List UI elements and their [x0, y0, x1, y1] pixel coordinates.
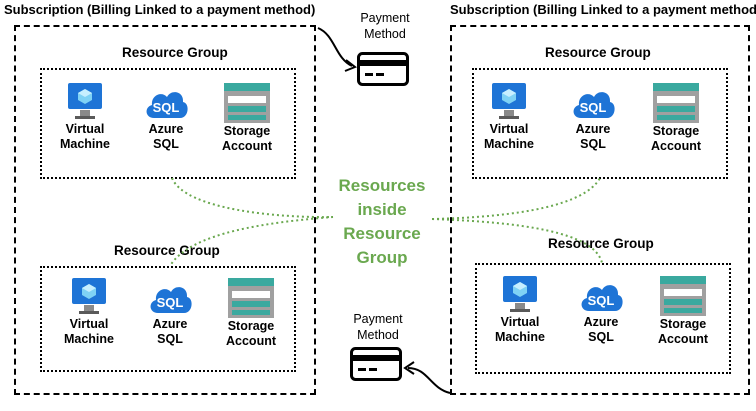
resources-inside-resource-group-label: Resources inside Resource Group — [322, 174, 442, 270]
azure-sql-icon: SQL — [146, 92, 188, 118]
billing-arrow-left — [317, 27, 353, 67]
credit-card-icon — [357, 52, 409, 86]
resource-label-line2: Machine — [483, 137, 534, 151]
resource-group-box-br — [475, 263, 731, 374]
sql-icon-text: SQL — [588, 293, 615, 308]
azure-sql-tr: SQL Azure SQL — [558, 82, 628, 152]
resource-label-line2: Machine — [494, 330, 545, 344]
resource-label-line1: Virtual — [69, 317, 109, 331]
payment-method-label-top: Payment Method — [350, 10, 420, 42]
resource-label-line2: Account — [651, 139, 701, 153]
resource-label-line2: SQL — [580, 137, 606, 151]
center-label-line4: Group — [356, 248, 408, 267]
resource-label-line1: Azure — [152, 317, 188, 331]
resource-label-line2: SQL — [588, 330, 614, 344]
storage-account-tr: Storage Account — [641, 82, 711, 154]
center-label-line3: Resource — [343, 224, 421, 243]
storage-account-tl: Storage Account — [212, 82, 282, 154]
storage-account-icon — [660, 276, 706, 316]
resource-label-line2: Machine — [63, 332, 114, 346]
right-subscription-title: Subscription (Billing Linked to a paymen… — [450, 2, 756, 17]
arrow-head-icon — [344, 59, 357, 72]
resource-group-title-bl: Resource Group — [114, 243, 220, 258]
sql-icon-text: SQL — [580, 100, 607, 115]
resource-label-line2: Account — [222, 139, 272, 153]
storage-account-br: Storage Account — [648, 275, 718, 347]
payment-method-line2: Method — [364, 27, 406, 41]
resource-label-line1: Storage — [659, 317, 707, 331]
azure-sql-br: SQL Azure SQL — [566, 275, 636, 345]
sql-icon-text: SQL — [153, 100, 180, 115]
resource-group-title-br: Resource Group — [548, 236, 654, 251]
resource-group-box-tl — [40, 68, 296, 179]
azure-sql-bl: SQL Azure SQL — [135, 277, 205, 347]
resource-label-line1: Virtual — [489, 122, 529, 136]
azure-sql-icon: SQL — [150, 287, 192, 313]
resource-label-line1: Storage — [223, 124, 271, 138]
sql-icon-text: SQL — [157, 295, 184, 310]
azure-sql-tl: SQL Azure SQL — [131, 82, 201, 152]
azure-sql-icon: SQL — [581, 285, 623, 311]
virtual-machine-icon — [68, 83, 102, 119]
resource-label-line1: Virtual — [65, 122, 105, 136]
storage-account-icon — [653, 83, 699, 123]
resource-label-line1: Virtual — [500, 315, 540, 329]
payment-method-line2: Method — [357, 328, 399, 342]
payment-method-line1: Payment — [360, 11, 410, 25]
virtual-machine-icon — [72, 278, 106, 314]
resource-label-line2: Machine — [59, 137, 110, 151]
resource-label-line1: Azure — [148, 122, 184, 136]
azure-sql-icon: SQL — [573, 92, 615, 118]
storage-account-icon — [224, 83, 270, 123]
resource-label-line1: Storage — [652, 124, 700, 138]
center-label-line1: Resources — [338, 176, 426, 195]
resource-label-line1: Storage — [227, 319, 275, 333]
resource-label-line2: Account — [226, 334, 276, 348]
virtual-machine-icon — [492, 83, 526, 119]
center-label-line2: inside — [357, 200, 407, 219]
virtual-machine-bl: Virtual Machine — [54, 277, 124, 347]
resource-group-title-tr: Resource Group — [545, 45, 651, 60]
payment-method-line1: Payment — [353, 312, 403, 326]
resource-label-line2: SQL — [157, 332, 183, 346]
virtual-machine-tr: Virtual Machine — [474, 82, 544, 152]
resource-label-line1: Azure — [583, 315, 619, 329]
storage-account-bl: Storage Account — [216, 277, 286, 349]
arrow-head-icon — [403, 361, 415, 375]
resource-group-title-tl: Resource Group — [122, 45, 228, 60]
storage-account-icon — [228, 278, 274, 318]
resource-label-line2: SQL — [153, 137, 179, 151]
virtual-machine-tl: Virtual Machine — [50, 82, 120, 152]
resource-label-line1: Azure — [575, 122, 611, 136]
payment-method-label-bottom: Payment Method — [343, 311, 413, 343]
resource-group-box-bl — [40, 266, 296, 372]
credit-card-icon — [350, 347, 402, 381]
virtual-machine-icon — [503, 276, 537, 312]
resource-label-line2: Account — [658, 332, 708, 346]
virtual-machine-br: Virtual Machine — [485, 275, 555, 345]
billing-arrow-right — [407, 367, 451, 394]
left-subscription-title: Subscription (Billing Linked to a paymen… — [4, 2, 316, 17]
